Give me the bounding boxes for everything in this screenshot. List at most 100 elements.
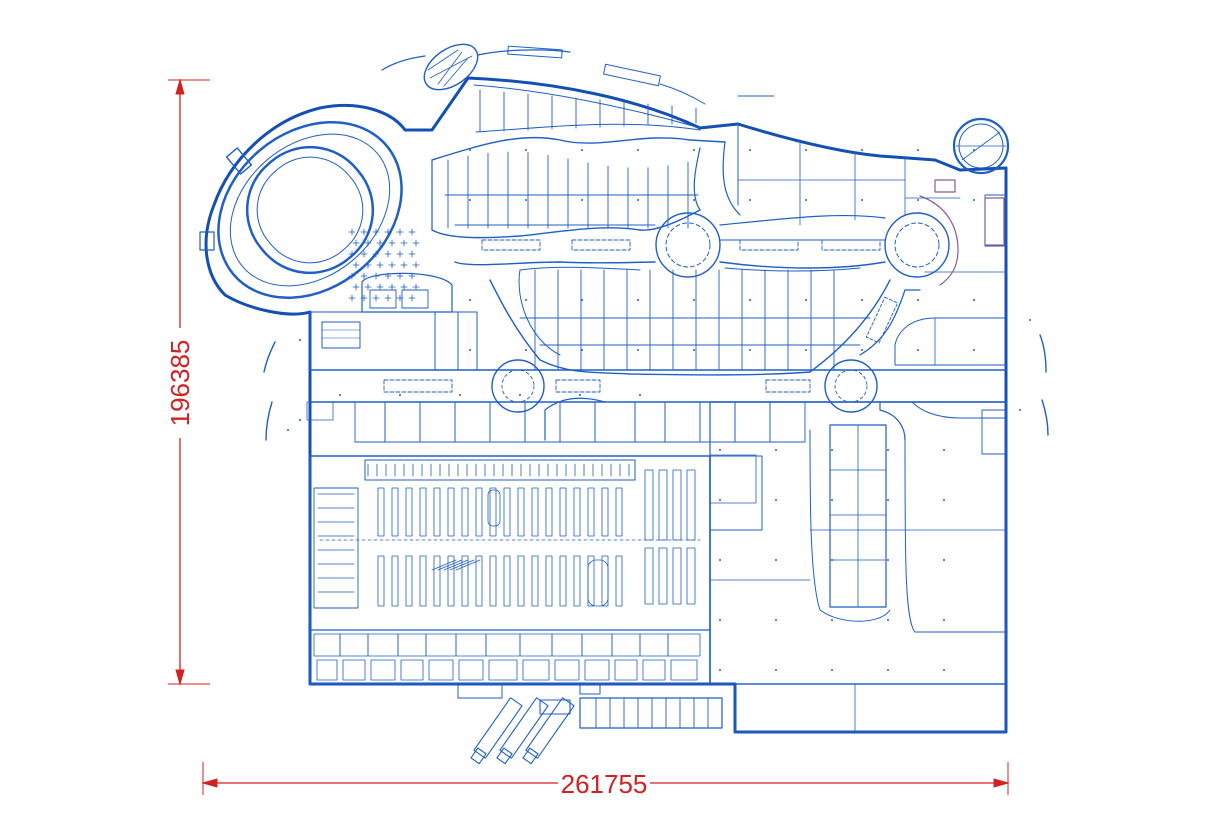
column-dot [831,559,833,561]
column-dot [299,339,301,341]
column-dot [749,349,751,351]
column-dot [831,669,833,671]
table-set [376,283,384,291]
column-dot [693,299,695,301]
shelf-row [615,487,623,537]
column-dot [943,559,945,561]
table-set [372,250,380,258]
column-dot [637,299,639,301]
shelf-row [587,487,595,537]
anchor-store [709,401,1007,733]
shelf-row [489,487,497,537]
table-set [396,272,404,280]
entrance-canopy [381,43,775,105]
shelf-row [601,487,609,537]
column-dot [719,669,721,671]
shelf-row [405,487,413,537]
back-room [611,633,641,657]
truck [499,697,549,759]
shelf-row [447,487,455,537]
upper-shop-grid [444,89,699,229]
upper-mall-corridor [431,84,726,239]
back-room [581,633,613,657]
shop-unit [634,401,666,443]
shelf-row [475,487,483,537]
table-set [376,261,384,269]
back-room [485,633,521,657]
shop-unit [664,401,701,443]
table-set [352,261,360,269]
column-dot [775,449,777,451]
column-dot [861,349,863,351]
column-dot [861,299,863,301]
table-set [360,250,368,258]
column-dot [805,349,807,351]
column-dot [917,299,919,301]
height-dimension-label: 196385 [165,340,195,427]
back-room [488,659,518,681]
display-island [587,559,609,607]
column-dot [943,619,945,621]
back-room [522,659,550,681]
column-dot [637,149,639,151]
column-dot [831,499,833,501]
shelf-row [658,469,668,541]
column-dot [805,199,807,201]
shelf-row [433,487,441,537]
truck-cab [522,747,539,765]
table-set [364,261,372,269]
table-set [360,272,368,280]
table-set [352,283,360,291]
shelf-row [449,559,475,571]
delivery-trucks [470,697,575,765]
table-set [372,294,380,302]
table-set [412,283,420,291]
column-dot [581,299,583,301]
shelf-row [377,555,385,607]
column-dot [637,199,639,201]
middle-shop-grid [519,269,871,371]
food-court-seating [348,228,420,302]
column-dot [693,349,695,351]
truck [525,697,575,759]
shelf-row [517,487,525,537]
column-dot [749,149,751,151]
column-dot [775,669,777,671]
right-side-units [894,194,1007,455]
shelf-row [573,555,581,607]
shelf-row [391,555,399,607]
column-dot [339,394,341,396]
column-dot [581,349,583,351]
column-dot [917,349,919,351]
shelf-row [672,469,682,541]
shelf-row [419,487,427,537]
table-set [412,261,420,269]
width-dimension: 261755 [201,762,1010,799]
table-set [408,272,416,280]
column-dot [719,449,721,451]
cross-corridor [309,359,1007,441]
shelf-row [686,547,696,605]
back-room [584,659,610,681]
table-set [400,261,408,269]
column-dot [299,419,301,421]
column-dot [459,394,461,396]
back-room [639,633,669,657]
column-dot [749,299,751,301]
shelf-row [405,555,413,607]
shelf-row [672,547,682,605]
shelf-row [545,555,553,607]
column-dot [831,619,833,621]
back-room [554,659,580,681]
back-room [519,633,553,657]
table-set [408,228,416,236]
shelf-row [531,487,539,537]
shelf-row [489,555,497,607]
column-dot [973,199,975,201]
shelf-row [658,547,668,605]
shop-unit [594,401,636,443]
column-dot [693,149,695,151]
supermarket [309,455,711,685]
shelf-row [517,555,525,607]
shelf-row [615,555,623,607]
